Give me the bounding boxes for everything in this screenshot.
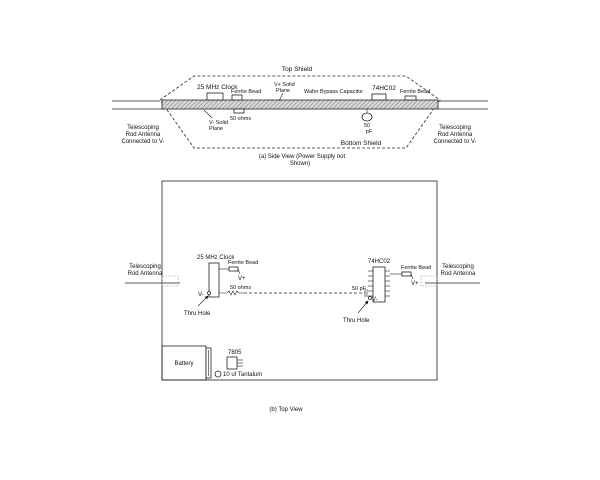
top-ferrite-right-label: Ferrite Bead xyxy=(401,265,431,271)
side-chip-block xyxy=(371,93,387,101)
top-board-outline xyxy=(161,180,438,381)
side-antenna-left-label-3: Connected to V- xyxy=(121,139,164,145)
top-chip-pins xyxy=(368,270,390,297)
top-v-plus-right-lead xyxy=(410,273,414,280)
bottom-shield-label: Bottom Shield xyxy=(341,140,382,147)
top-regulator-label: 7805 xyxy=(228,350,242,356)
top-thru-hole-left-label: Thru Hole xyxy=(184,311,211,317)
side-clock-block xyxy=(206,92,224,101)
side-ohms-label: 50 ohms xyxy=(230,116,251,122)
side-antenna-right-label-2: Rod Antenna xyxy=(438,132,473,138)
top-battery-label: Battery xyxy=(174,361,193,367)
side-cap-value-2: pF xyxy=(366,129,373,135)
top-resistor xyxy=(219,290,244,296)
top-thru-hole-left-arrow xyxy=(197,295,209,307)
top-chip-label: 74HC02 xyxy=(368,259,391,265)
side-ferrite-right-label: Ferrite Bead xyxy=(400,89,430,95)
side-clock-label: 25 MHz Clock xyxy=(197,84,238,91)
top-thru-hole-left xyxy=(207,291,211,295)
side-resistor xyxy=(233,108,245,114)
top-regulator-block xyxy=(226,356,238,370)
top-thru-hole-right xyxy=(368,296,372,300)
shield-outline xyxy=(159,75,441,149)
side-view: Top Shield 25 MHz Clock Ferrite Bead 50 … xyxy=(112,66,488,167)
side-capacitor xyxy=(361,112,373,122)
side-v-plus-plane-label-1: V+ Solid xyxy=(274,82,295,88)
top-antenna-right-label-2: Rod Antenna xyxy=(441,271,476,277)
top-v-plus-right-label: V+ xyxy=(411,281,419,287)
top-view-caption: (b) Top View xyxy=(269,407,303,413)
top-antenna-right-label-1: Telescoping xyxy=(442,264,474,270)
side-view-caption-2: Shown) xyxy=(290,161,310,167)
circuit-board xyxy=(161,99,439,110)
top-ferrite-left-label: Ferrite Bead xyxy=(228,260,258,266)
side-wafer-cap-label: Wafer Bypass Capacitor xyxy=(304,89,363,95)
top-chip-block xyxy=(372,266,386,303)
top-thru-hole-right-arrow xyxy=(357,300,369,314)
side-v-minus-plane-leader xyxy=(203,109,213,119)
top-v-plus-left-lead xyxy=(237,268,241,275)
top-v-minus-left-label: V- xyxy=(198,292,204,298)
top-tantalum-label: 10 uf Tantalum xyxy=(223,372,262,378)
top-antenna-left-label-2: Rod Antenna xyxy=(128,271,163,277)
top-shield-label: Top Shield xyxy=(282,66,313,73)
side-chip-label: 74HC02 xyxy=(372,85,396,92)
top-view: Telescoping Rod Antenna Telescoping Rod … xyxy=(125,180,480,413)
top-antenna-right-mount xyxy=(420,275,438,287)
top-antenna-left-mount xyxy=(161,275,179,287)
top-ferrite-bead-left xyxy=(228,266,239,272)
side-antenna-right-label-3: Connected to V- xyxy=(433,139,476,145)
side-ferrite-bead-right xyxy=(404,95,417,101)
top-clock-label: 25 MHz Clock xyxy=(197,255,235,261)
side-ferrite-bead-left xyxy=(231,94,243,101)
side-view-caption-1: (a) Side View (Power Supply not xyxy=(259,154,346,160)
side-ferrite-left-label: Ferrite Bead xyxy=(231,89,261,95)
side-antenna-right-label-1: Telescoping xyxy=(439,125,471,131)
top-antenna-left-label-1: Telescoping xyxy=(129,264,161,270)
top-thru-hole-right-label: Thru Hole xyxy=(343,318,370,324)
top-v-minus-right-label: V- xyxy=(372,297,378,303)
side-antenna-left-label-2: Rod Antenna xyxy=(126,132,161,138)
side-v-minus-plane-label-1: V- Solid xyxy=(209,120,228,126)
top-v-plus-left-label: V+ xyxy=(238,276,246,282)
side-v-minus-plane-label-2: Plane xyxy=(209,126,223,132)
top-clock-block xyxy=(208,262,220,298)
side-antenna-left-label-1: Telescoping xyxy=(127,125,159,131)
top-cap-value-label: 50 pF xyxy=(352,286,367,292)
side-v-plus-plane-label-2: Plane xyxy=(276,88,290,94)
side-v-plus-plane-leader xyxy=(278,92,284,102)
top-ohms-label: 50 ohms xyxy=(230,285,251,291)
top-ferrite-bead-right xyxy=(401,271,412,277)
top-tantalum-capacitor xyxy=(214,370,222,378)
side-cap-value-1: 50 xyxy=(364,123,370,129)
